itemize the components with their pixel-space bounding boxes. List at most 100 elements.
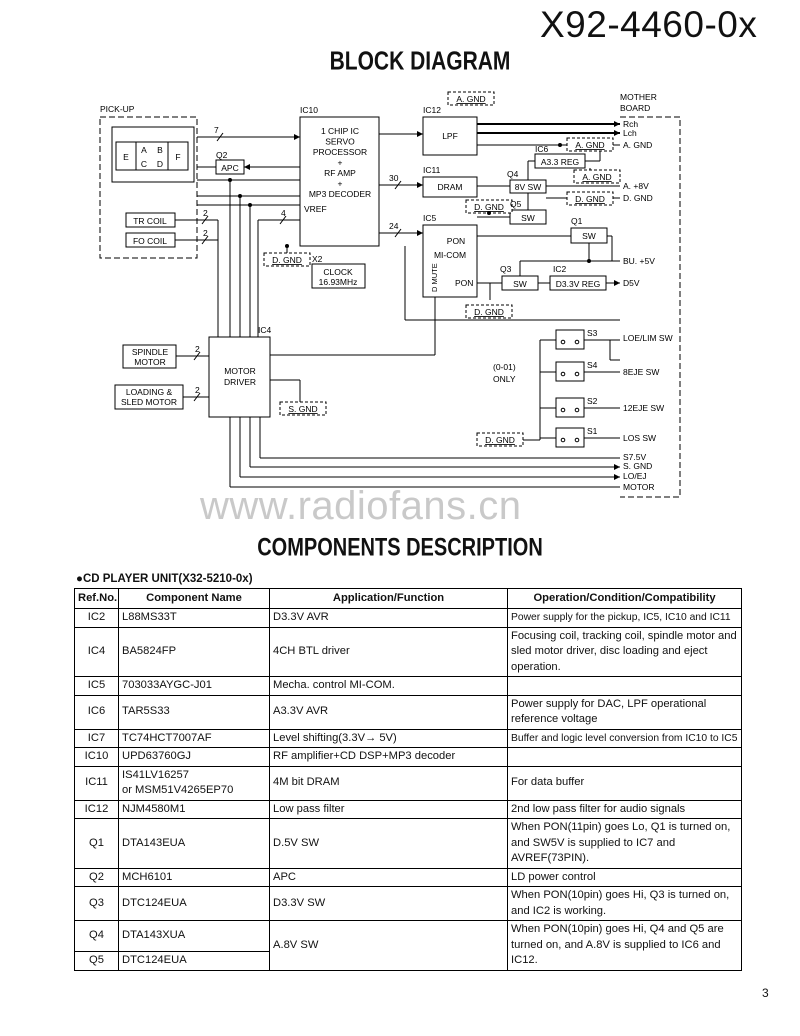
spindle-line1: SPINDLE <box>132 347 169 357</box>
q1-sw-box <box>570 227 608 244</box>
q5-label: Q5 <box>510 199 522 209</box>
ic10-label: IC10 <box>300 105 318 115</box>
dgnd-label: D. GND <box>623 193 653 203</box>
q1-label: Q1 <box>571 216 583 226</box>
pickup-label: PICK-UP <box>100 104 135 114</box>
bus-slash <box>394 228 402 238</box>
header-component-name: Component Name <box>118 588 270 609</box>
document-number: X92-4460-0x <box>540 4 758 45</box>
loe-label: LOE/LIM SW <box>623 333 673 343</box>
ic10-box <box>299 116 380 247</box>
switch-contact <box>560 339 566 345</box>
function-cell: 4M bit DRAM <box>269 765 508 801</box>
ref-cell: Q5 <box>74 951 119 971</box>
bus-count: 4 <box>281 208 286 218</box>
arrow-head <box>614 464 620 470</box>
component-name-cell: DTA143EUA <box>118 818 270 869</box>
pon-top-label: PON <box>447 236 465 246</box>
a-gnd-ic6 <box>566 137 614 152</box>
component-name-cell: TAR5S33 <box>118 694 270 730</box>
q4-label: Q4 <box>507 169 519 179</box>
q5-sw-label: SW <box>521 213 535 223</box>
d-gnd-ic10 <box>263 252 311 267</box>
ic10-text-line: 1 CHIP IC <box>321 126 359 136</box>
operation-cell <box>507 747 742 767</box>
sensor-d: D <box>157 159 163 169</box>
bus-slash <box>193 392 201 402</box>
bus-count: 7 <box>214 125 219 135</box>
ref-cell: Q4 <box>74 920 119 952</box>
switch-contact <box>560 407 566 413</box>
clock-label: CLOCK <box>323 267 353 277</box>
junction-dot <box>558 143 562 147</box>
loej-label: LO/EJ <box>623 471 647 481</box>
component-name-cell: BA5824FP <box>118 626 270 677</box>
lpf-box <box>422 116 478 156</box>
only-note-line1: (0-01) <box>493 362 516 372</box>
bus-count: 2 <box>203 228 208 238</box>
operation-cell: Buffer and logic level conversion from I… <box>507 728 742 748</box>
ref-cell: Q2 <box>74 867 119 887</box>
ic5-label: IC5 <box>423 213 437 223</box>
los-label: LOS SW <box>623 433 656 443</box>
ic2-label: IC2 <box>553 264 567 274</box>
switch-box-S4 <box>555 361 585 382</box>
bu5v-label: BU. +5V <box>623 256 655 266</box>
loading-motor-box <box>114 384 184 410</box>
vref-label: VREF <box>304 204 327 214</box>
bus-slash <box>193 351 201 361</box>
bus-count: 2 <box>195 385 200 395</box>
sensor-c: C <box>141 159 147 169</box>
bus-count: 2 <box>195 344 200 354</box>
switch-box-S1 <box>555 427 585 448</box>
motor-driver-line1: MOTOR <box>224 366 255 376</box>
function-cell: D3.3V SW <box>269 886 508 921</box>
motor-driver-line2: DRIVER <box>224 377 256 387</box>
tr-coil-box <box>125 212 176 228</box>
function-cell: RF amplifier+CD DSP+MP3 decoder <box>269 747 508 767</box>
lpf-label: LPF <box>442 131 458 141</box>
function-cell: Mecha. control MI-COM. <box>269 676 508 696</box>
bus-slash <box>394 180 402 190</box>
operation-cell: When PON(11pin) goes Lo, Q1 is turned on… <box>507 818 742 869</box>
ref-cell: IC5 <box>74 676 119 696</box>
a33-reg-box <box>534 153 586 169</box>
sw8v-label: 8V SW <box>515 182 541 192</box>
d-gnd-dram-label: D. GND <box>474 202 504 212</box>
component-name-cell: MCH6101 <box>118 867 270 887</box>
eje12-label: 12EJE SW <box>623 403 664 413</box>
ic6-label: IC6 <box>535 144 549 154</box>
ic10-text-line: PROCESSOR <box>313 147 367 157</box>
q5-sw-box <box>509 209 547 225</box>
agnd-label: A. GND <box>623 140 652 150</box>
page-number: 3 <box>762 986 769 1000</box>
clock-box <box>311 263 366 289</box>
arrow-head <box>614 280 620 286</box>
arrow-head <box>614 474 620 480</box>
lch-label: Lch <box>623 128 637 138</box>
junction-dot <box>587 259 591 263</box>
clock-freq: 16.93MHz <box>319 277 358 287</box>
sensor-a: A <box>141 145 147 155</box>
components-title: COMPONENTS DESCRIPTION <box>257 534 543 562</box>
operation-cell: When PON(10pin) goes Hi, Q4 and Q5 are t… <box>507 920 742 971</box>
arrow-head <box>417 230 423 236</box>
d-gnd-switches <box>476 432 524 447</box>
a33-reg-label: A3.3 REG <box>541 157 579 167</box>
ref-cell: IC4 <box>74 626 119 677</box>
component-name-cell: DTC124EUA <box>118 886 270 921</box>
bus-slash <box>201 235 209 245</box>
ref-cell: IC2 <box>74 608 119 628</box>
arrow-head <box>417 182 423 188</box>
spindle-motor-box <box>122 344 177 369</box>
switch-label-S4: S4 <box>587 360 598 370</box>
ref-cell: IC12 <box>74 799 119 819</box>
sensor-b: B <box>157 145 163 155</box>
pon-bottom-label: PON <box>455 278 473 288</box>
function-cell: Level shifting(3.3V→ 5V) <box>269 728 508 748</box>
